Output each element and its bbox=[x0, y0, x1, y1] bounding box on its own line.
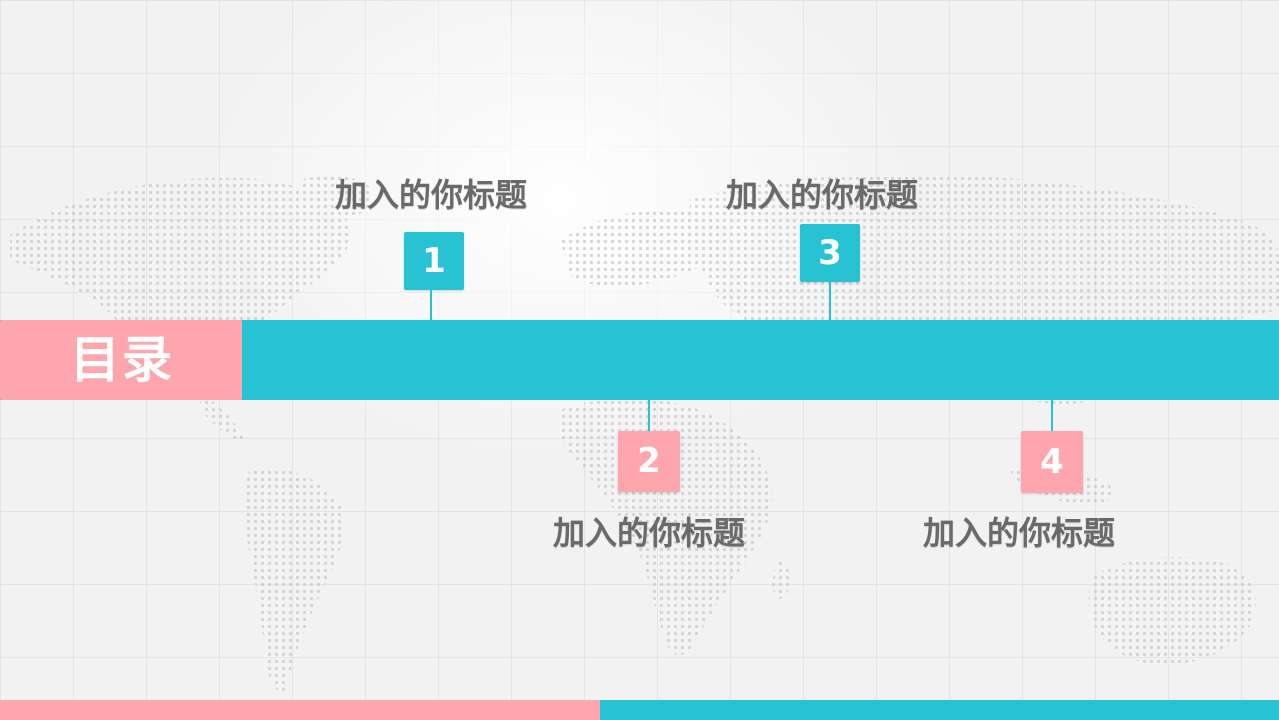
toc-title: 目录 bbox=[70, 331, 174, 389]
footer-bar-teal bbox=[600, 700, 1279, 720]
item-3-number[interactable]: 3 bbox=[800, 224, 860, 282]
item-3-title[interactable]: 加入的你标题 bbox=[725, 176, 918, 214]
item-3-connector bbox=[829, 282, 831, 320]
item-2-number[interactable]: 2 bbox=[618, 431, 680, 492]
item-1-title[interactable]: 加入的你标题 bbox=[334, 176, 527, 214]
toc-block bbox=[0, 320, 242, 400]
item-1-connector bbox=[430, 290, 432, 320]
item-2-connector bbox=[648, 400, 650, 431]
item-4-connector bbox=[1051, 400, 1053, 431]
item-1-number[interactable]: 1 bbox=[404, 232, 464, 290]
item-2-title[interactable]: 加入的你标题 bbox=[552, 514, 745, 552]
item-4-title[interactable]: 加入的你标题 bbox=[922, 514, 1115, 552]
footer-bar-pink bbox=[0, 700, 600, 720]
item-4-number[interactable]: 4 bbox=[1021, 431, 1083, 493]
